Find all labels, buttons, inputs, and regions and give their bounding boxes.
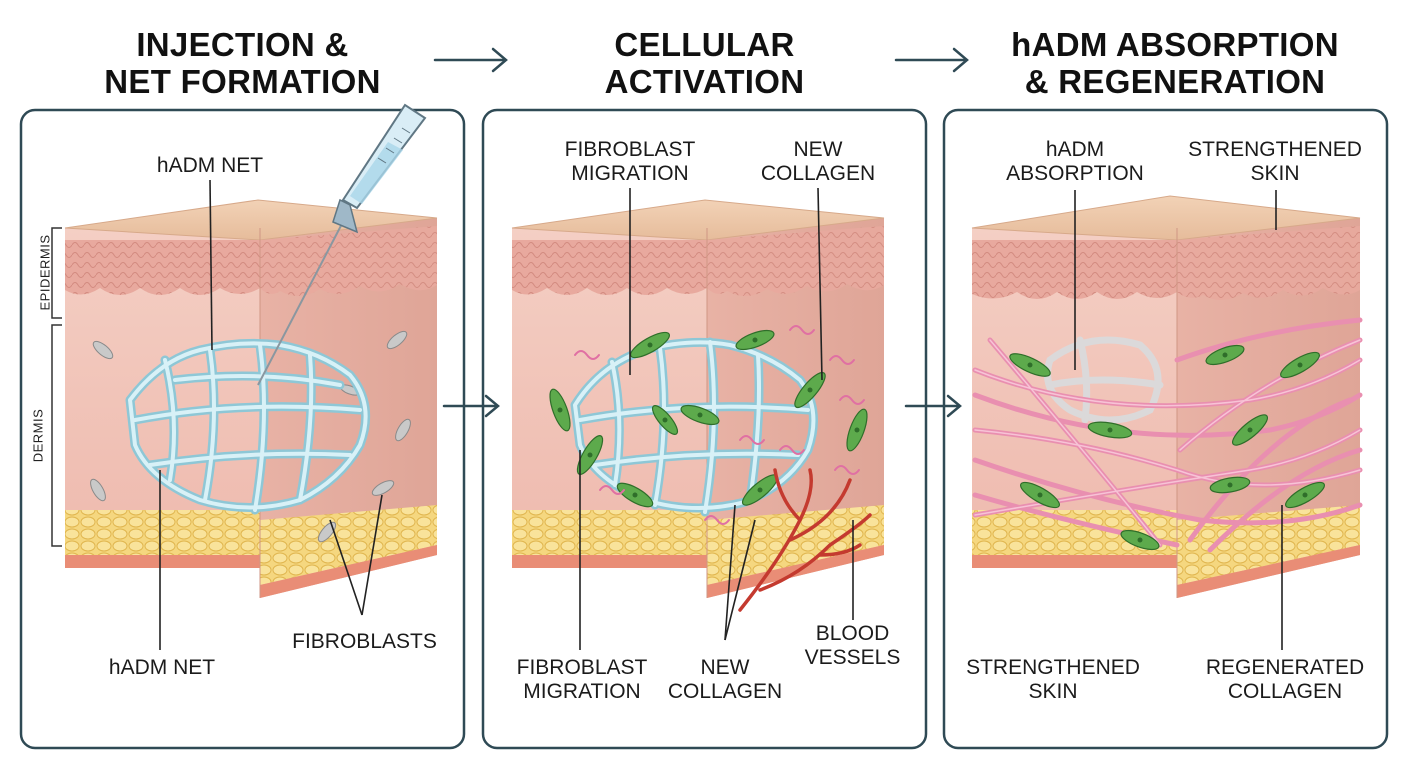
label-line: REGENERATED	[1205, 656, 1365, 679]
stage-title-line: NET FORMATION	[104, 63, 381, 100]
label-regenerated-collagen: REGENERATED COLLAGEN	[1190, 656, 1380, 704]
stage-title-line: hADM ABSORPTION	[1011, 26, 1339, 63]
arrow-right-icon	[433, 47, 508, 73]
label-line: VESSELS	[804, 646, 901, 669]
label-hadm-net-top: hADM NET	[156, 154, 264, 177]
stage-title-regeneration: hADM ABSORPTION & REGENERATION	[980, 26, 1370, 100]
label-line: FIBROBLAST	[516, 656, 648, 679]
arrow-right-icon	[442, 394, 500, 418]
stage-title-line: INJECTION &	[136, 26, 349, 63]
arrow-right-icon	[894, 47, 969, 73]
label-line: BLOOD	[815, 622, 890, 645]
stage-title-line: CELLULAR	[614, 26, 795, 63]
skin-block-3	[971, 195, 1363, 598]
stage-title-activation: CELLULAR ACTIVATION	[532, 26, 877, 100]
label-fibroblasts: FIBROBLASTS	[292, 630, 437, 653]
label-hadm-net-bottom: hADM NET	[108, 656, 216, 679]
label-new-collagen-top: NEW COLLAGEN	[743, 138, 893, 186]
label-line: FIBROBLAST	[564, 138, 696, 161]
label-line: MIGRATION	[523, 680, 641, 703]
label-line: SKIN	[1028, 680, 1078, 703]
label-line: STRENGTHENED	[1188, 138, 1362, 161]
label-line: STRENGTHENED	[966, 656, 1140, 679]
label-line: SKIN	[1250, 162, 1300, 185]
skin-block-2	[511, 199, 885, 612]
stage-title-line: ACTIVATION	[604, 63, 805, 100]
label-new-collagen-bottom: NEW COLLAGEN	[650, 656, 800, 704]
label-line: COLLAGEN	[760, 162, 876, 185]
label-line: COLLAGEN	[667, 680, 783, 703]
label-line: NEW	[793, 138, 843, 161]
label-line: ABSORPTION	[1006, 162, 1144, 185]
syringe-icon	[257, 103, 427, 386]
label-hadm-absorption: hADM ABSORPTION	[1000, 138, 1150, 186]
label-fibroblast-migration-bottom: FIBROBLAST MIGRATION	[497, 656, 667, 704]
label-line: hADM	[1045, 138, 1105, 161]
label-line: COLLAGEN	[1227, 680, 1343, 703]
stage-title-injection: INJECTION & NET FORMATION	[70, 26, 415, 100]
label-strengthened-skin-bottom: STRENGTHENED SKIN	[958, 656, 1148, 704]
label-strengthened-skin-top: STRENGTHENED SKIN	[1180, 138, 1370, 186]
skin-block-1	[64, 199, 438, 598]
label-blood-vessels: BLOOD VESSELS	[790, 622, 915, 670]
label-line: NEW	[700, 656, 750, 679]
layer-label-dermis: DERMIS	[30, 408, 46, 463]
label-line: MIGRATION	[571, 162, 689, 185]
stage-title-line: & REGENERATION	[1024, 63, 1326, 100]
label-fibroblast-migration-top: FIBROBLAST MIGRATION	[545, 138, 715, 186]
layer-label-epidermis: EPIDERMIS	[37, 234, 53, 311]
arrow-right-icon	[904, 394, 962, 418]
